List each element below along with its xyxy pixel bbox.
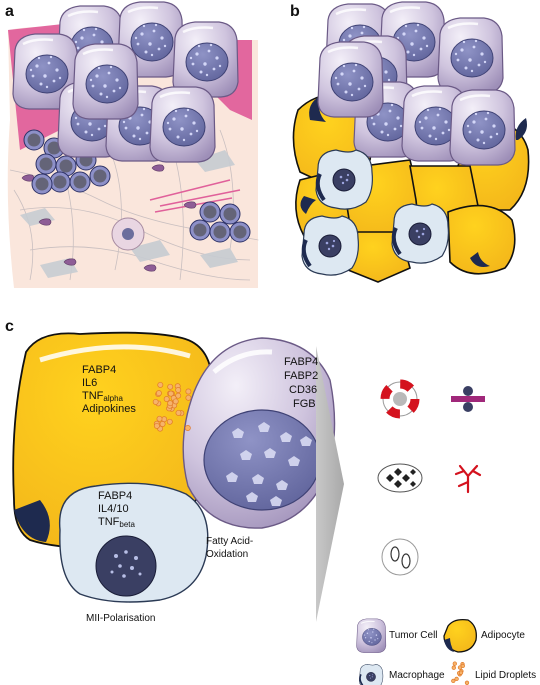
legend-label-macrophage: Macrophage <box>389 670 445 681</box>
lipid-droplet <box>452 661 457 666</box>
migration-icon <box>381 538 419 576</box>
lipid-droplet <box>175 392 182 399</box>
outcome-arrow <box>316 346 344 622</box>
panel-label-c: c <box>5 318 14 335</box>
lipid-droplet <box>159 421 166 427</box>
macrophage-marker-il410: IL4/10 <box>98 503 129 515</box>
lipid-droplet <box>451 678 456 684</box>
lipid-droplet <box>175 387 182 393</box>
lipid-droplet <box>156 415 163 422</box>
panel-a-macrophage <box>111 217 145 251</box>
lipid-droplet <box>157 381 164 388</box>
lipid-droplet <box>175 409 182 416</box>
tumor-marker-fabp2: FABP2 <box>284 370 319 382</box>
tumor-marker-fabp4: FABP4 <box>284 356 319 368</box>
lipid-droplet <box>185 394 192 401</box>
lipid-droplet <box>167 400 174 407</box>
macrophage-marker-tnf: TNFbeta <box>98 516 135 529</box>
panel-c-tumor-cell <box>182 337 336 529</box>
legend-adipocyte-icon <box>443 618 477 653</box>
lipid-droplet <box>451 665 456 670</box>
tumor-marker-cd36: CD36 <box>289 384 318 396</box>
lipid-droplet <box>454 676 459 682</box>
lipid-droplet <box>172 398 179 405</box>
panel-b-tissue <box>292 0 530 283</box>
panel-c-macrophage <box>58 482 209 603</box>
lipid-droplet <box>460 663 465 669</box>
lipid-droplet <box>185 388 192 395</box>
invasion-icon <box>451 382 485 416</box>
panel-label-b: b <box>290 3 300 20</box>
lipid-droplet <box>167 390 174 397</box>
adipocyte-marker-fabp4: FABP4 <box>82 364 117 376</box>
lipid-droplet <box>152 398 159 405</box>
macrophage-marker-fabp4: FABP4 <box>98 490 133 502</box>
adipocyte-marker-il6: IL6 <box>82 377 98 389</box>
lipid-droplet <box>167 383 174 390</box>
lipid-droplet <box>458 670 464 675</box>
panel-a-tissue <box>7 0 259 289</box>
polarisation-label: MII-Polarisation <box>86 613 156 624</box>
legend-lipid-droplets-icon <box>451 661 470 685</box>
legend-label-tumor-cell: Tumor Cell <box>389 630 438 641</box>
survival-icon <box>380 379 420 419</box>
adipocyte-marker-adipokines: Adipokines <box>82 403 136 415</box>
legend-label-adipocyte: Adipocyte <box>481 630 525 641</box>
oxidation-label: Oxidation <box>206 549 249 560</box>
lipid-droplet <box>464 680 470 685</box>
lipid-droplet <box>153 422 160 429</box>
legend-label-lipid-droplets: Lipid Droplets <box>475 670 537 681</box>
tumor-marker-fgb: FGB <box>293 398 316 410</box>
lipid-droplets <box>152 381 192 432</box>
adipocyte-marker-tnf: TNFalpha <box>82 390 123 403</box>
proliferation-icon <box>377 463 423 493</box>
fatty-acid-label: Fatty Acid- <box>206 536 254 547</box>
legend-tumor-cell-icon <box>356 618 387 654</box>
lipid-droplet <box>155 390 162 397</box>
panel-label-a: a <box>5 3 14 20</box>
legend-macrophage-icon <box>358 663 384 685</box>
lipid-droplet <box>163 396 170 402</box>
lipid-droplet <box>166 418 173 425</box>
lipid-droplet <box>184 425 191 431</box>
angiogenesis-icon <box>450 460 486 496</box>
